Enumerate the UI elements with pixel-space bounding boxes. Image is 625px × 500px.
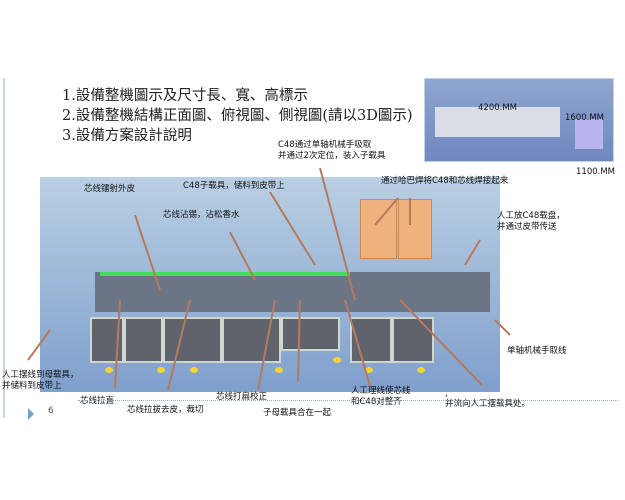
page-number: 6 xyxy=(48,406,54,416)
tray-box-2 xyxy=(398,199,432,259)
title-line-2: 2.設備整機結構正面圖、俯視圖、側視圖(請以3D圖示) xyxy=(62,108,413,124)
page-marker-icon xyxy=(28,408,34,420)
machine-top-deck xyxy=(95,272,490,312)
label-flow-2: 并流向人工摆载具处。 xyxy=(445,399,531,409)
arrow xyxy=(257,299,276,391)
arrow xyxy=(269,191,316,266)
arrow xyxy=(344,299,371,387)
arrow xyxy=(27,329,51,361)
label-c48-pick-1: C48通过单轴机械手吸取 xyxy=(278,140,372,150)
arrow xyxy=(114,299,121,389)
top-view-body xyxy=(435,107,560,137)
arrow xyxy=(229,231,256,281)
caster xyxy=(365,367,373,373)
label-combine: 子母载具合在一起 xyxy=(263,408,332,418)
width-dimension: 1100.MM xyxy=(576,167,616,177)
arrow xyxy=(494,319,511,336)
label-tin: 芯线沾锡，沾松香水 xyxy=(163,210,240,220)
arrow xyxy=(167,299,191,391)
label-manual-place-2: 并储料到皮带上 xyxy=(2,381,62,391)
label-straighten: 芯线拉直 xyxy=(80,396,115,406)
label-manual-place-1: 人工摆线到母载具， xyxy=(2,370,79,380)
arrow xyxy=(399,299,483,386)
caster xyxy=(190,367,198,373)
caster xyxy=(333,357,341,363)
cabinet xyxy=(281,317,340,351)
caster xyxy=(417,367,425,373)
cabinet xyxy=(163,317,222,363)
caster xyxy=(105,367,113,373)
label-weld: 通过哈巴焊将C48和芯线焊接起来 xyxy=(381,176,509,186)
label-flatten: 芯线打扁校正 xyxy=(216,392,268,402)
caster xyxy=(275,367,283,373)
arrow xyxy=(464,239,481,266)
label-c48-carrier: C48子载具，储料到皮带上 xyxy=(183,181,285,191)
label-robot-take: 单轴机械手取线 xyxy=(507,346,567,356)
machine-top-view-inset xyxy=(424,78,614,162)
label-manual-tray-2: 并通过皮带传送 xyxy=(497,222,557,232)
label-align-1: 人工理线使芯线 xyxy=(351,386,411,396)
arrow xyxy=(297,299,301,383)
label-c48-pick-2: 并通过2次定位，装入子载具 xyxy=(278,151,386,161)
label-strip: 芯线拉拔去皮，裁切 xyxy=(127,405,204,415)
cabinet xyxy=(124,317,163,363)
conveyor-belt xyxy=(100,272,350,276)
arrow xyxy=(134,214,161,291)
title-line-3: 3.設備方案設計說明 xyxy=(62,128,192,144)
label-align-2: 和C48对整齐 xyxy=(351,397,402,407)
footer-divider xyxy=(78,400,618,401)
side-view-body xyxy=(575,119,603,149)
height-dimension: 1600.MM xyxy=(565,113,605,123)
length-dimension: 4200.MM xyxy=(478,103,518,113)
title-line-1: 1.設備整機圖示及尺寸長、寬、高標示 xyxy=(62,88,308,104)
cabinet xyxy=(392,317,434,363)
label-laser: 芯线镭射外皮 xyxy=(84,184,136,194)
arrow xyxy=(319,167,356,301)
label-manual-tray-1: 人工放C48载盘， xyxy=(497,211,565,221)
arrow xyxy=(374,197,399,226)
caster xyxy=(157,367,165,373)
tray-box-1 xyxy=(360,199,397,259)
label-flow-1: , xyxy=(445,389,448,399)
slide-left-border xyxy=(3,78,5,418)
